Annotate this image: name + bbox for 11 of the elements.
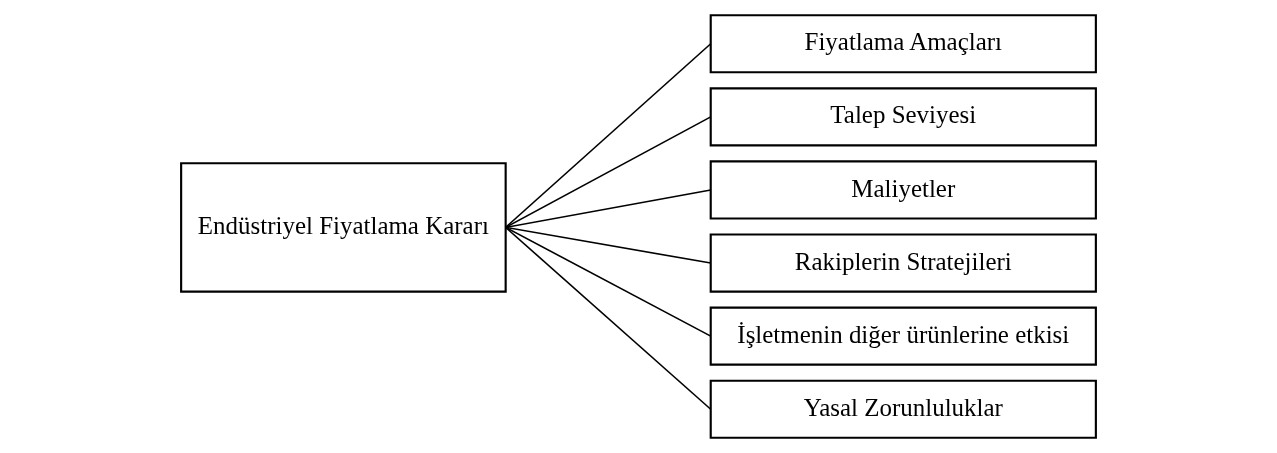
node-box: Yasal Zorunluluklar: [709, 379, 1097, 439]
node-box: Fiyatlama Amaçları: [709, 14, 1097, 74]
node-box: Talep Seviyesi: [709, 87, 1097, 147]
connector: [504, 226, 712, 411]
node-box: İşletmenin diğer ürünlerine etkisi: [709, 306, 1097, 366]
node-box: Endüstriyel Fiyatlama Kararı: [180, 162, 507, 293]
connector: [504, 226, 712, 337]
node-box: Maliyetler: [709, 160, 1097, 220]
node-box: Rakiplerin Stratejileri: [709, 233, 1097, 293]
connector: [504, 116, 712, 229]
connector: [504, 42, 712, 229]
